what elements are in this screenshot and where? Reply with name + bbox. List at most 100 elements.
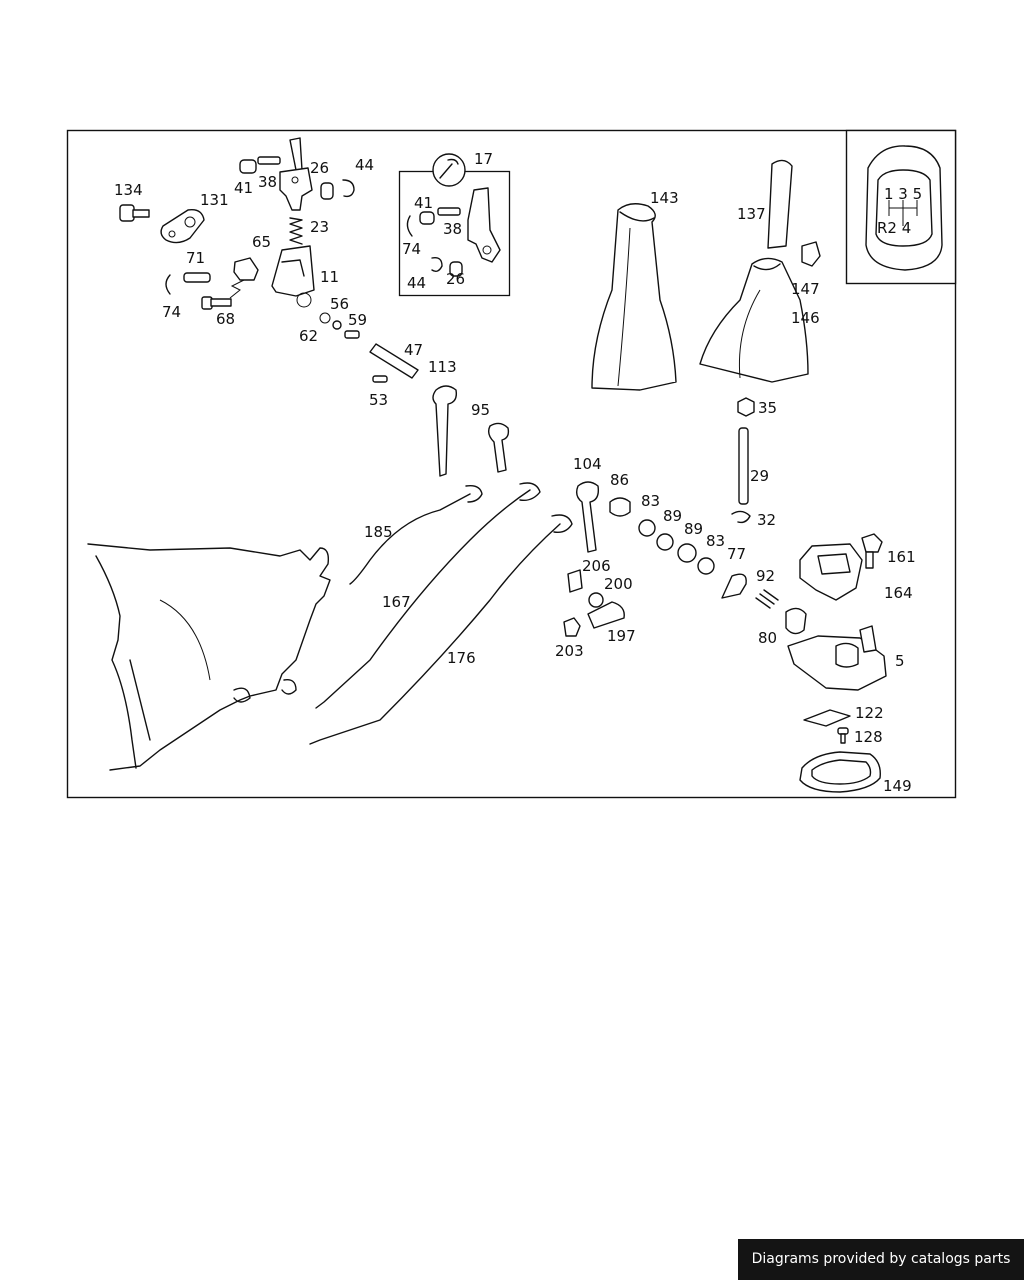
part-206-200-197-203 <box>563 569 625 637</box>
part-53-pin <box>372 375 388 383</box>
part-32-clip <box>731 510 751 524</box>
part-5-shift-base <box>787 625 887 691</box>
part-131-bracket <box>160 209 205 244</box>
part-143-boot <box>591 203 677 391</box>
label-137: 137 <box>737 205 766 223</box>
callout-labels: 134 131 41 38 26 44 23 65 71 11 74 68 56… <box>114 150 916 795</box>
label-80: 80 <box>758 629 777 647</box>
label-203: 203 <box>555 642 584 660</box>
shift-pattern-bottom-row: R2 4 <box>877 219 911 237</box>
diagram-frame <box>66 129 957 799</box>
label-38b: 38 <box>443 220 462 238</box>
part-122-gasket <box>803 709 851 727</box>
label-35: 35 <box>758 399 777 417</box>
part-17-wrench-icon <box>432 153 466 187</box>
part-86-bushing <box>609 497 631 517</box>
label-95: 95 <box>471 401 490 419</box>
label-167: 167 <box>382 593 411 611</box>
label-29: 29 <box>750 467 769 485</box>
label-11: 11 <box>320 268 339 286</box>
part-35-nut <box>737 397 755 417</box>
label-143: 143 <box>650 189 679 207</box>
part-113-lever <box>432 385 458 477</box>
part-92-spring <box>755 589 779 609</box>
part-65-block <box>233 257 259 281</box>
label-65: 65 <box>252 233 271 251</box>
label-32: 32 <box>757 511 776 529</box>
shift-pattern-top-row: 1 3 5 <box>884 185 922 203</box>
label-41b: 41 <box>414 194 433 212</box>
part-164-bracket <box>799 543 863 601</box>
part-176-rod <box>309 514 573 745</box>
label-53: 53 <box>369 391 388 409</box>
label-128: 128 <box>854 728 883 746</box>
transmission-housing <box>87 543 331 771</box>
label-47: 47 <box>404 341 423 359</box>
label-5: 5 <box>895 652 905 670</box>
part-56-59-62-small <box>319 312 360 339</box>
shift-pattern-inset: 1 3 5 R2 4 <box>845 129 957 285</box>
label-83a: 83 <box>641 492 660 510</box>
label-26a: 26 <box>310 159 329 177</box>
part-147-clip <box>801 241 821 267</box>
label-71: 71 <box>186 249 205 267</box>
label-23: 23 <box>310 218 329 236</box>
label-89b: 89 <box>684 520 703 538</box>
part-149-seal <box>799 751 881 793</box>
part-77-plate <box>721 573 747 599</box>
label-68: 68 <box>216 310 235 328</box>
part-11-housing <box>271 245 315 308</box>
label-149: 149 <box>883 777 912 795</box>
part-185-rod <box>349 484 483 585</box>
label-197: 197 <box>607 627 636 645</box>
label-89a: 89 <box>663 507 682 525</box>
part-95-lever <box>487 422 510 473</box>
label-74b: 74 <box>402 240 421 258</box>
part-44-clip <box>342 179 355 198</box>
part-68-bolt <box>201 296 232 310</box>
part-47-shaft <box>369 343 419 379</box>
label-74a: 74 <box>162 303 181 321</box>
label-38a: 38 <box>258 173 277 191</box>
part-104-lever <box>575 481 600 553</box>
part-80-bushing <box>785 607 807 635</box>
part-74-clip <box>165 274 171 295</box>
inset-parts <box>406 187 501 277</box>
label-134: 134 <box>114 181 143 199</box>
label-200: 200 <box>604 575 633 593</box>
credit-banner: Diagrams provided by catalogs parts <box>738 1239 1024 1280</box>
label-56: 56 <box>330 295 349 313</box>
part-146-boot <box>699 257 809 383</box>
label-104: 104 <box>573 455 602 473</box>
label-86: 86 <box>610 471 629 489</box>
label-62: 62 <box>299 327 318 345</box>
label-77: 77 <box>727 545 746 563</box>
part-29-rod <box>738 427 749 505</box>
label-113: 113 <box>428 358 457 376</box>
label-164: 164 <box>884 584 913 602</box>
part-26-bushing <box>320 182 334 200</box>
label-59: 59 <box>348 311 367 329</box>
part-23-spring <box>289 217 303 245</box>
label-146: 146 <box>791 309 820 327</box>
part-161-bolt <box>861 533 883 569</box>
part-137-knob <box>767 159 793 249</box>
label-176: 176 <box>447 649 476 667</box>
part-128-screw <box>837 727 849 744</box>
label-185: 185 <box>364 523 393 541</box>
label-17: 17 <box>474 150 493 168</box>
label-122: 122 <box>855 704 884 722</box>
label-92: 92 <box>756 567 775 585</box>
part-26-shift-lever <box>279 137 313 211</box>
part-41-38-pins <box>239 156 281 174</box>
label-26b: 26 <box>446 270 465 288</box>
label-44b: 44 <box>407 274 426 292</box>
part-134-bolt <box>119 204 150 222</box>
label-83b: 83 <box>706 532 725 550</box>
label-44a: 44 <box>355 156 374 174</box>
label-131: 131 <box>200 191 229 209</box>
part-71-pin <box>183 272 211 283</box>
label-41a: 41 <box>234 179 253 197</box>
label-161: 161 <box>887 548 916 566</box>
